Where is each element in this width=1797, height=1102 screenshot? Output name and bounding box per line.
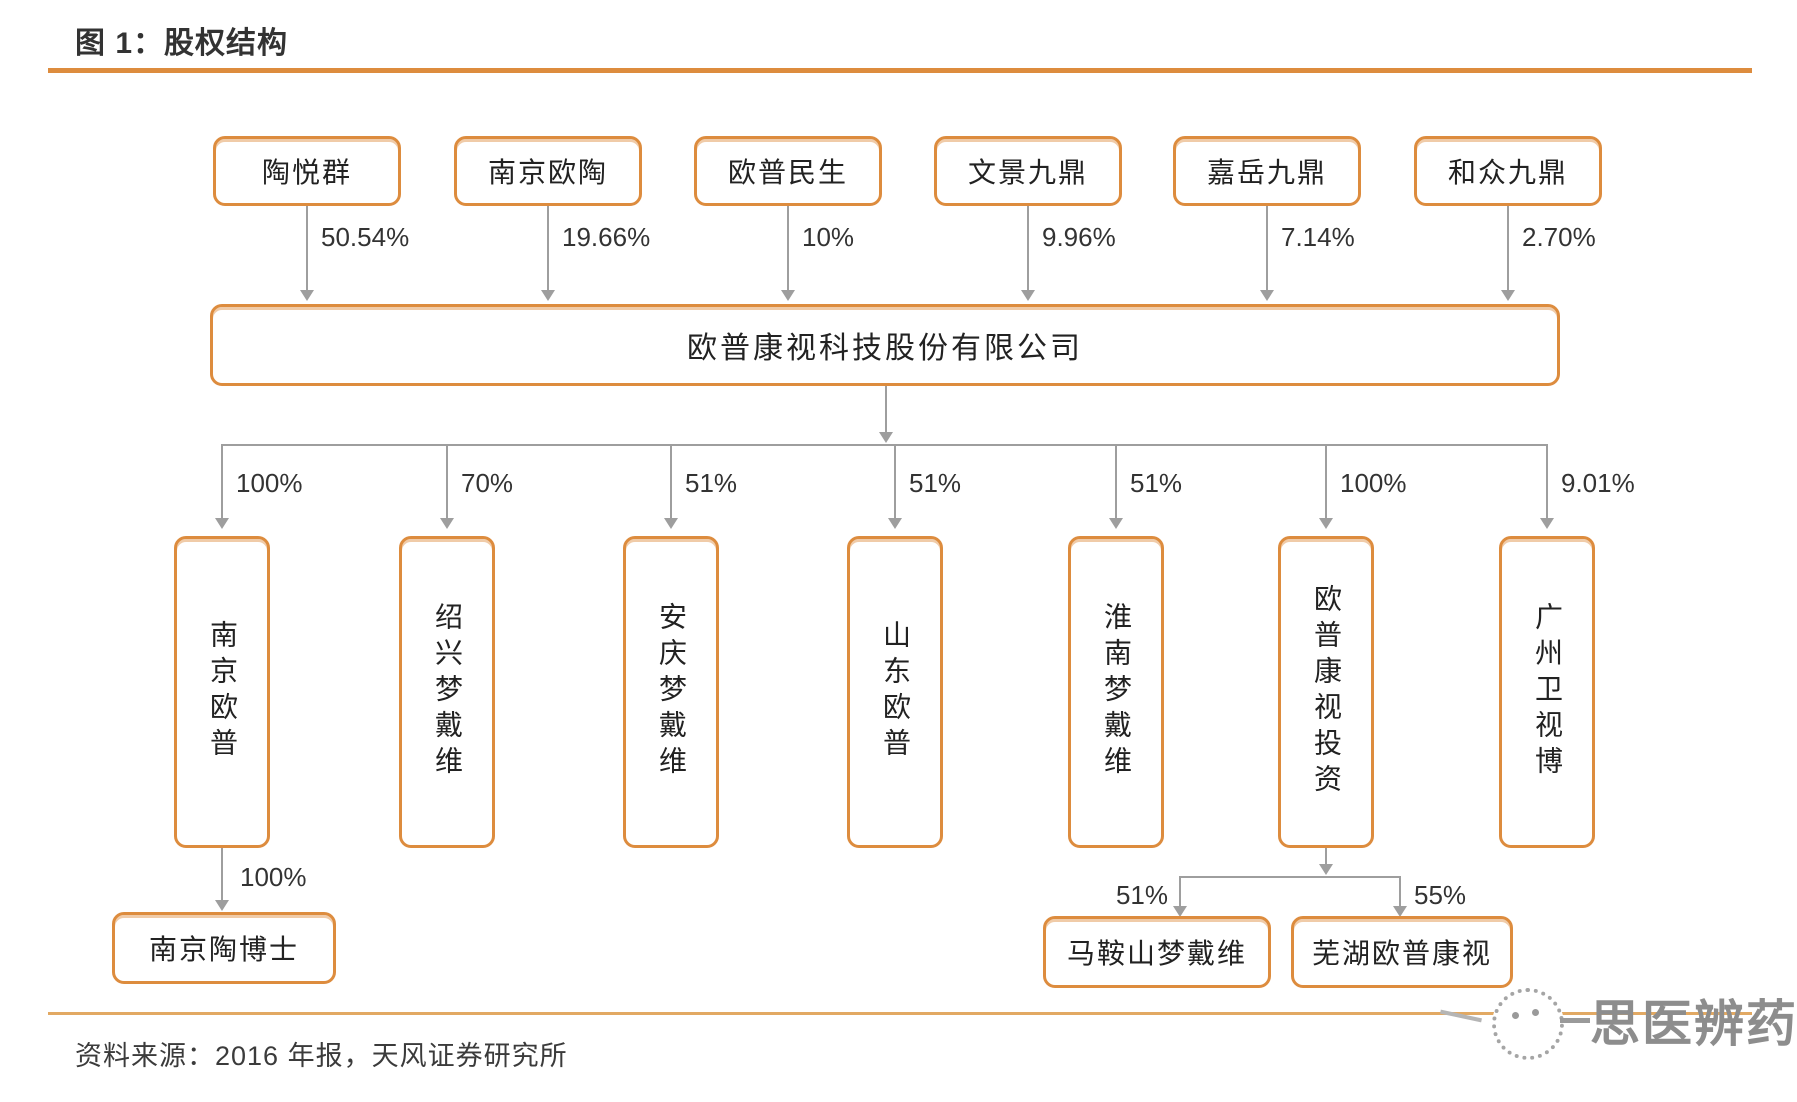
- grandchild-box-wuhuoupukangshi: 芜湖欧普康视: [1291, 916, 1513, 988]
- connector-line: [885, 386, 887, 436]
- subsidiary-label: 山东欧普: [880, 620, 911, 764]
- subsidiary-box-guangzhouweishibo: 广州卫视博: [1499, 536, 1595, 848]
- connector-line: [1325, 444, 1327, 524]
- arrow-down-icon: [1319, 864, 1333, 875]
- watermark-text: 思医辨药: [1590, 996, 1797, 1052]
- grandchild-box-nanjingtaoboshi: 南京陶博士: [112, 912, 336, 984]
- shareholder-box-oupuminsheng: 欧普民生: [694, 136, 882, 206]
- connector-line: [1266, 206, 1268, 294]
- arrow-down-icon: [541, 290, 555, 301]
- connector-line: [446, 444, 448, 524]
- connector-line: [1507, 206, 1509, 294]
- source-note: 资料来源：2016 年报，天风证券研究所: [75, 1041, 568, 1071]
- watermark-logo-dot: [1532, 1009, 1539, 1016]
- arrow-down-icon: [888, 518, 902, 529]
- connector-line: [787, 206, 789, 294]
- ownership-percent: 9.01%: [1561, 468, 1635, 498]
- connector-line: [1115, 444, 1117, 524]
- shareholder-label: 南京欧陶: [487, 157, 608, 188]
- figure-title: 图 1：股权结构: [75, 27, 289, 60]
- ownership-percent: 7.14%: [1281, 222, 1355, 252]
- company-label: 欧普康视科技股份有限公司: [687, 332, 1083, 365]
- connector-line: [221, 848, 223, 906]
- shareholder-box-taoyuequn: 陶悦群: [213, 136, 401, 206]
- watermark-stroke: [1440, 1009, 1482, 1023]
- arrow-down-icon: [440, 518, 454, 529]
- grandchild-label: 马鞍山梦戴维: [1066, 938, 1247, 969]
- arrow-down-icon: [215, 900, 229, 911]
- subsidiary-box-anqingmengdaiwei: 安庆梦戴维: [623, 536, 719, 848]
- watermark-stroke: [1560, 1018, 1590, 1023]
- connector-line: [221, 444, 223, 524]
- arrow-down-icon: [879, 432, 893, 443]
- grandchild-box-maanshanmengdaiwei: 马鞍山梦戴维: [1043, 916, 1271, 988]
- shareholder-box-nanjingoutao: 南京欧陶: [454, 136, 642, 206]
- subsidiary-label: 淮南梦戴维: [1101, 602, 1132, 782]
- shareholder-box-jiayuejiuding: 嘉岳九鼎: [1173, 136, 1361, 206]
- subsidiary-box-nanjingoupu: 南京欧普: [174, 536, 270, 848]
- subsidiary-box-shandongoupu: 山东欧普: [847, 536, 943, 848]
- arrow-down-icon: [1109, 518, 1123, 529]
- ownership-percent: 9.96%: [1042, 222, 1116, 252]
- connector-line: [547, 206, 549, 294]
- grandchild-label: 南京陶博士: [148, 934, 299, 965]
- connector-line: [1325, 848, 1327, 870]
- ownership-percent: 51%: [1130, 468, 1183, 498]
- split-line: [1180, 876, 1401, 878]
- ownership-percent: 100%: [1340, 468, 1407, 498]
- arrow-down-icon: [1260, 290, 1274, 301]
- connector-line: [894, 444, 896, 524]
- subsidiary-label: 南京欧普: [207, 620, 238, 764]
- shareholder-box-hezhongjiuding: 和众九鼎: [1414, 136, 1602, 206]
- ownership-percent: 51%: [909, 468, 962, 498]
- shareholder-box-wenjingjiuding: 文景九鼎: [934, 136, 1122, 206]
- arrow-down-icon: [781, 290, 795, 301]
- ownership-percent: 50.54%: [321, 222, 410, 252]
- connector-line: [306, 206, 308, 294]
- shareholder-label: 欧普民生: [727, 157, 848, 188]
- ownership-percent: 70%: [461, 468, 514, 498]
- arrow-down-icon: [1173, 906, 1187, 917]
- arrow-down-icon: [1501, 290, 1515, 301]
- subsidiary-label: 广州卫视博: [1532, 602, 1563, 782]
- company-box: 欧普康视科技股份有限公司: [210, 304, 1560, 386]
- shareholder-label: 和众九鼎: [1447, 157, 1568, 188]
- shareholder-label: 嘉岳九鼎: [1206, 157, 1327, 188]
- watermark-logo-dot: [1512, 1012, 1519, 1019]
- grandchild-label: 芜湖欧普康视: [1311, 938, 1492, 969]
- arrow-down-icon: [1393, 906, 1407, 917]
- subsidiary-label: 欧普康视投资: [1311, 584, 1342, 800]
- arrow-down-icon: [1319, 518, 1333, 529]
- arrow-down-icon: [1540, 518, 1554, 529]
- subsidiary-box-huainanmengdaiwei: 淮南梦戴维: [1068, 536, 1164, 848]
- bottom-divider: [48, 1012, 1752, 1015]
- ownership-percent: 10%: [802, 222, 855, 252]
- ownership-percent: 100%: [236, 468, 303, 498]
- arrow-down-icon: [1021, 290, 1035, 301]
- connector-line: [670, 444, 672, 524]
- connector-line: [1027, 206, 1029, 294]
- ownership-percent: 19.66%: [562, 222, 651, 252]
- ownership-percent: 100%: [240, 862, 307, 892]
- subsidiary-label: 绍兴梦戴维: [432, 602, 463, 782]
- subsidiary-box-oupukangshitouzi: 欧普康视投资: [1278, 536, 1374, 848]
- shareholder-label: 陶悦群: [261, 157, 352, 188]
- arrow-down-icon: [215, 518, 229, 529]
- subsidiary-label: 安庆梦戴维: [656, 602, 687, 782]
- arrow-down-icon: [300, 290, 314, 301]
- arrow-down-icon: [664, 518, 678, 529]
- ownership-percent: 51%: [685, 468, 738, 498]
- connector-line: [1179, 876, 1181, 912]
- connector-line: [1546, 444, 1548, 524]
- subsidiary-box-shaoxingmengdaiwei: 绍兴梦戴维: [399, 536, 495, 848]
- ownership-percent: 2.70%: [1522, 222, 1596, 252]
- watermark: 思医辨药: [1440, 972, 1796, 1082]
- top-divider: [48, 68, 1752, 73]
- ownership-percent: 55%: [1414, 880, 1467, 910]
- distribution-line: [222, 444, 1548, 446]
- shareholder-label: 文景九鼎: [967, 157, 1088, 188]
- connector-line: [1399, 876, 1401, 912]
- ownership-percent: 51%: [1115, 880, 1168, 910]
- watermark-logo-icon: [1492, 988, 1564, 1060]
